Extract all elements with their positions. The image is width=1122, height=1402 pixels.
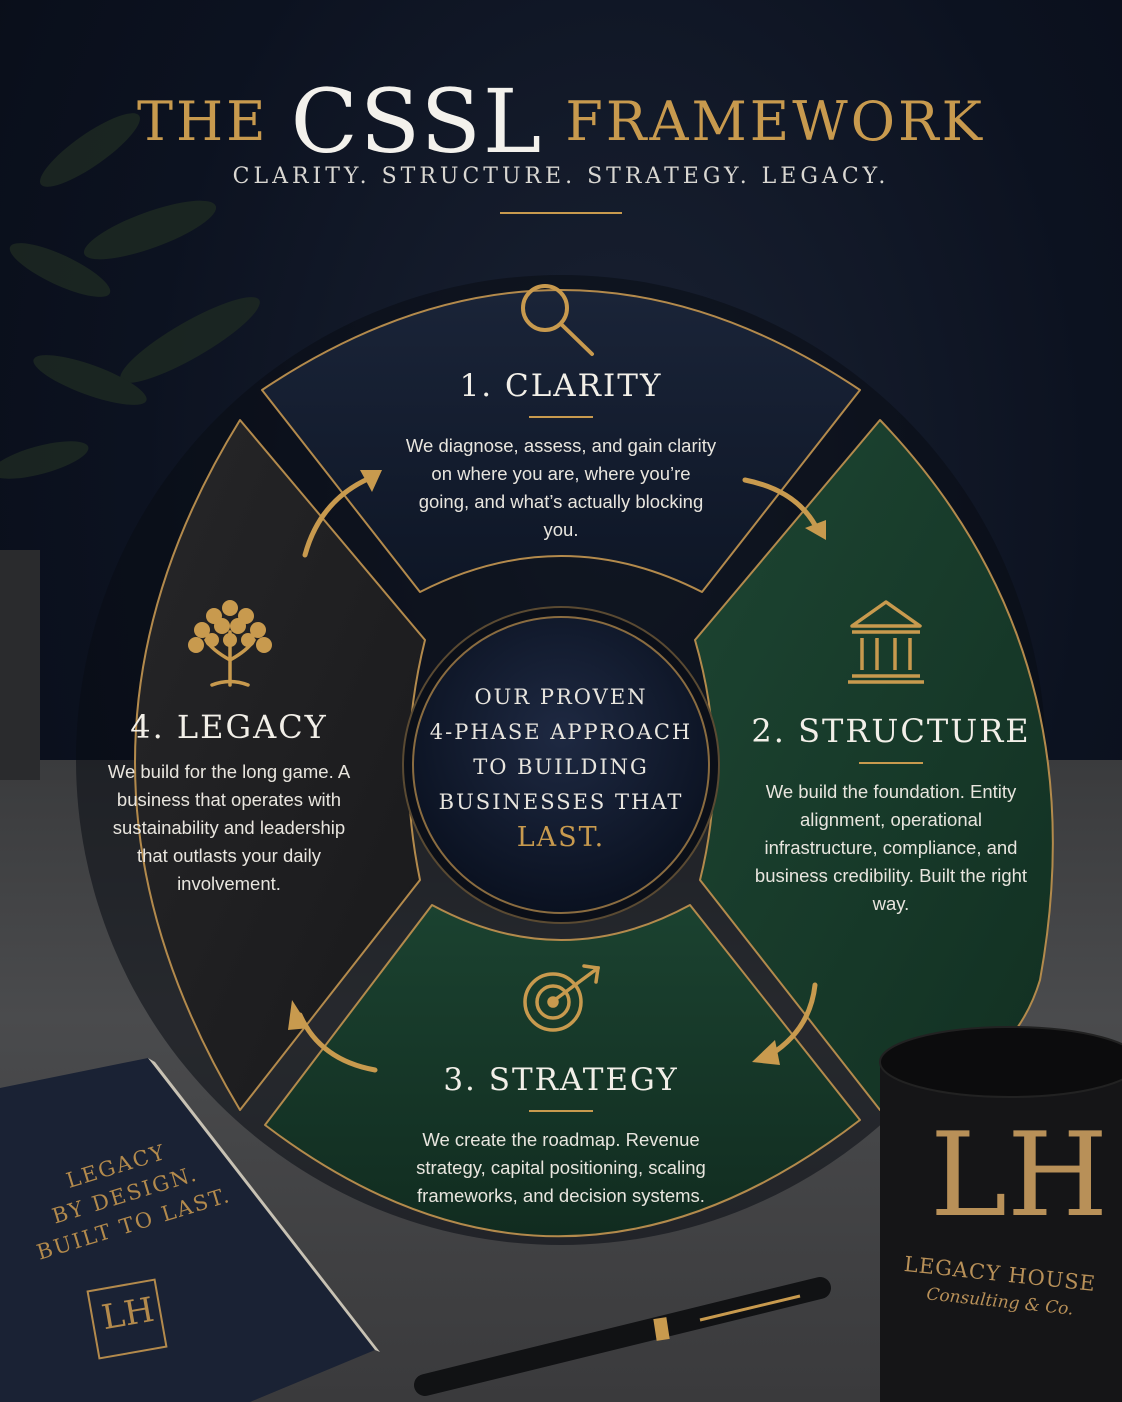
building-columns-icon — [848, 600, 924, 684]
center-line-2: 4-PHASE APPROACH — [429, 720, 693, 744]
segment-strategy — [264, 904, 861, 1238]
segment-legacy-description: We build for the long game. A business t… — [107, 761, 351, 894]
subtitle: CLARITY. STRUCTURE. STRATEGY. LEGACY. — [232, 164, 890, 189]
arrow-legacy-to-clarity — [302, 475, 373, 558]
mug-monogram: LH — [930, 1108, 1109, 1243]
segment-strategy-title: 3. STRATEGY — [443, 1062, 679, 1098]
arrow-clarity-to-structure — [742, 477, 818, 528]
segment-legacy-title: 4. LEGACY — [130, 708, 328, 746]
segment-structure-text: 2. STRUCTURE We build the foundation. En… — [750, 712, 1032, 918]
page-title: THE CSSL FRAMEWORK — [0, 70, 1122, 173]
notebook — [0, 1058, 380, 1402]
segment-structure-description: We build the foundation. Entity alignmen… — [754, 781, 1028, 914]
title-right: FRAMEWORK — [565, 90, 985, 153]
title-left: THE — [137, 90, 269, 153]
segment-clarity-title: 1. CLARITY — [459, 368, 663, 404]
segment-legacy-text: 4. LEGACY We build for the long game. A … — [96, 708, 362, 898]
target-arrow-icon — [523, 964, 600, 1032]
pen — [414, 1277, 831, 1396]
title-divider — [500, 212, 622, 214]
center-disc — [412, 616, 710, 914]
center-statement: OUR PROVEN 4-PHASE APPROACH TO BUILDING … — [420, 680, 702, 855]
tree-icon — [188, 600, 272, 687]
segment-structure-title: 2. STRUCTURE — [751, 712, 1031, 750]
segment-strategy-text: 3. STRATEGY We create the roadmap. Reven… — [405, 1062, 717, 1210]
segment-strategy-description: We create the roadmap. Revenue strategy,… — [416, 1129, 706, 1206]
title-main: CSSL — [290, 70, 544, 173]
center-line-3: TO BUILDING — [473, 755, 649, 779]
plant-decoration — [0, 113, 260, 780]
segment-structure-divider — [859, 762, 923, 764]
arrow-structure-to-strategy — [767, 982, 818, 1058]
center-line-4: BUSINESSES THAT — [438, 790, 684, 814]
segment-clarity — [261, 289, 861, 593]
segment-clarity-text: 1. CLARITY We diagnose, assess, and gain… — [405, 368, 717, 544]
magnifier-icon — [521, 284, 594, 356]
center-accent: LAST. — [516, 822, 606, 853]
center-line-1: OUR PROVEN — [474, 685, 648, 709]
segment-clarity-divider — [529, 416, 593, 418]
coffee-mug — [879, 1026, 1122, 1402]
segment-clarity-description: We diagnose, assess, and gain clarity on… — [405, 435, 717, 540]
segment-strategy-divider — [529, 1110, 593, 1112]
